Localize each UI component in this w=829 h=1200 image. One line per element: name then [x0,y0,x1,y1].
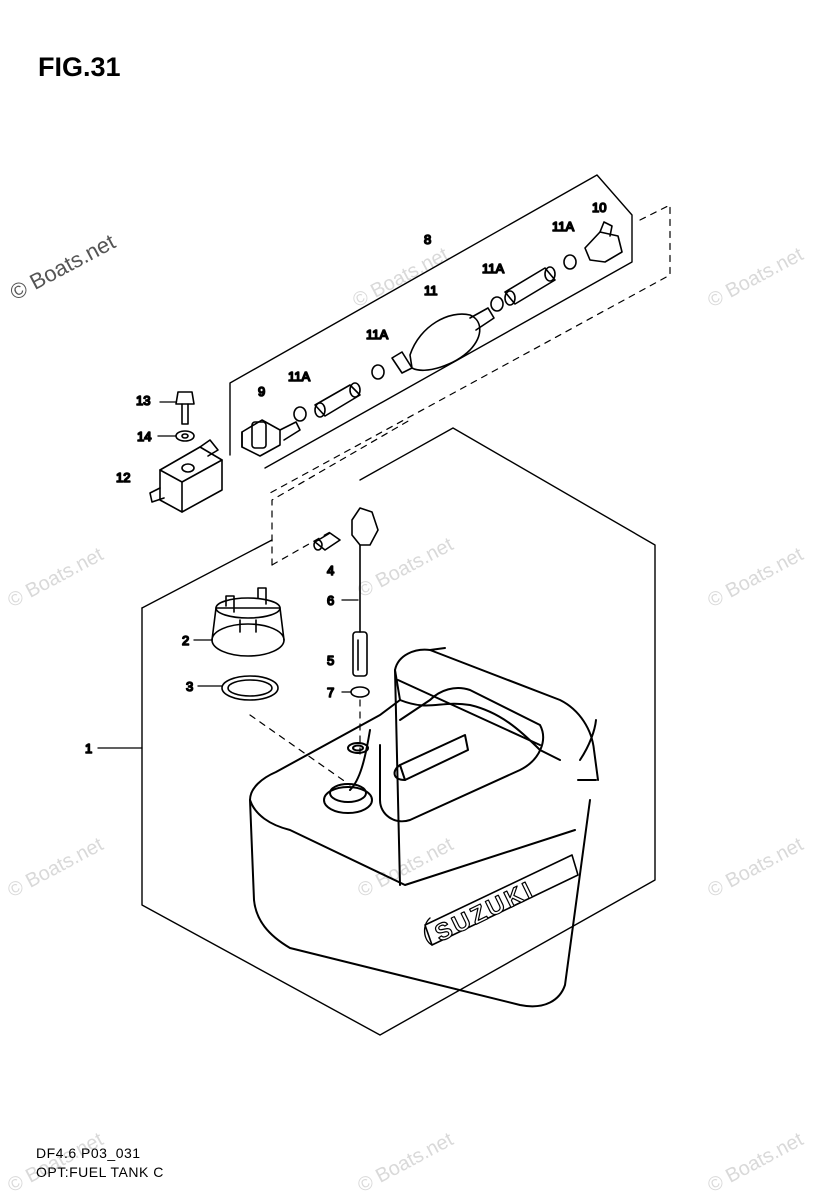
callout-2: 2 [182,633,189,648]
callout-14: 14 [137,429,151,444]
tank-frame [141,427,656,1036]
hose-assembly-frame [229,174,671,494]
callout-11a: 11A [552,219,574,234]
tank-brand-plate [423,854,579,946]
callout-1: 1 [85,741,92,756]
hose-segments [293,254,577,422]
callout-13: 13 [136,393,150,408]
o-ring-3-part [221,675,279,701]
callout-7: 7 [327,685,334,700]
callout-11: 11 [424,283,438,298]
part-4 [313,532,341,551]
callout-4: 4 [327,563,334,578]
diagram-code: DF4.6 P03_031 [36,1145,141,1161]
washer-14-part [175,430,195,442]
fitting-12-part [149,439,223,513]
figure-title: FIG.31 [38,52,121,82]
fuel-tank-1-part [249,647,599,1008]
callout-11a: 11A [366,327,388,342]
part-5 [352,631,368,677]
callout-10: 10 [592,200,606,215]
tank-brand-text: SUZUKI [431,876,539,947]
callout-11a: 11A [482,261,504,276]
callout-12: 12 [116,470,130,485]
cap-2-part [211,587,285,657]
connector-9-part [241,419,301,457]
callout-5: 5 [327,653,334,668]
fuel-gauge-frame [271,419,411,566]
part-7 [350,686,370,698]
leader-lines [97,401,359,749]
part-6 [351,507,379,633]
callout-11a: 11A [288,369,310,384]
diagram-description: OPT:FUEL TANK C [36,1164,164,1180]
primer-bulb-11-part [391,307,495,374]
callout-9: 9 [258,384,265,399]
callout-6: 6 [327,593,334,608]
callout-8: 8 [424,232,431,247]
callout-3: 3 [186,679,193,694]
bolt-13-part [175,391,195,425]
connector-10-part [584,221,623,263]
